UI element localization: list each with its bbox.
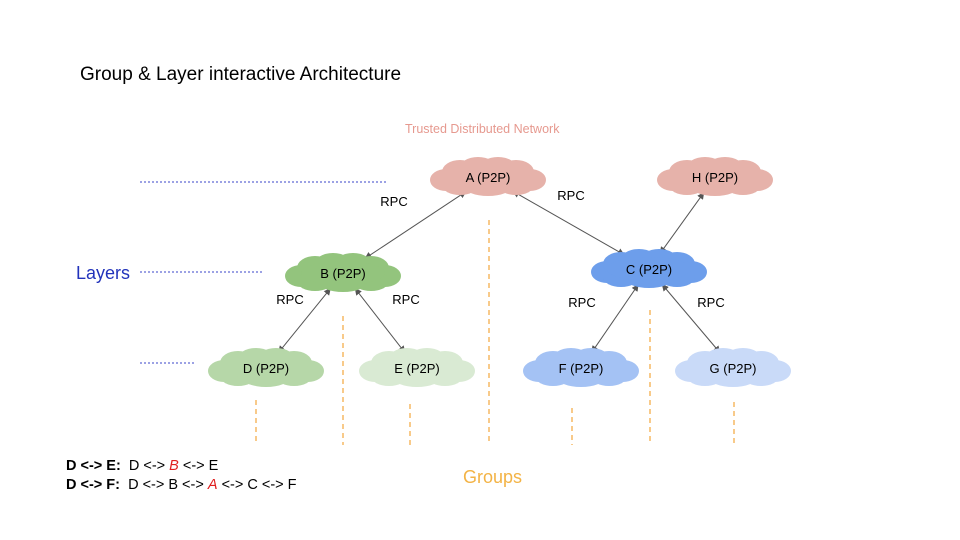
node-label: B (P2P) [320,266,366,281]
node-f: F (P2P) [523,348,639,387]
edge-a-b [364,191,467,259]
edge-c-f [591,284,639,353]
route-highlight-node: A [207,477,218,493]
edge-c-h [659,192,705,254]
layers-label: Layers [76,263,131,283]
edge-c-g [661,283,721,354]
trusted-network-label: Trusted Distributed Network [405,122,560,136]
rpc-label: RPC [392,292,419,307]
node-label: H (P2P) [692,170,738,185]
node-label: C (P2P) [626,262,672,277]
groups-label: Groups [463,467,523,487]
route-separator: : [115,458,121,474]
route-separator: : [115,477,120,493]
edge-b-e [354,288,406,353]
route-d-f: D <-> F: D <-> B <-> A <-> C <-> F [66,477,297,493]
node-h: H (P2P) [657,157,773,196]
rpc-label: RPC [568,295,595,310]
rpc-label: RPC [697,295,724,310]
rpc-label: RPC [276,292,303,307]
route-key: D <-> E [66,458,116,474]
route-path-start: D <-> B <-> [128,477,204,493]
route-path-end: <-> E [182,458,219,474]
node-g: G (P2P) [675,348,791,387]
p2p-nodes: A (P2P) H (P2P) B (P2P) C (P2P) D (P2P) E (P2… [208,157,791,387]
node-e: E (P2P) [359,348,475,387]
node-c: C (P2P) [591,249,707,288]
rpc-label: RPC [557,188,584,203]
edge-a-c [512,190,625,256]
rpc-edges: RPC RPC RPC RPC RPC RPC [276,188,725,354]
node-label: A (P2P) [466,170,511,185]
rpc-label: RPC [380,194,407,209]
route-path-start: D <-> [128,458,166,474]
node-label: E (P2P) [394,361,440,376]
node-label: D (P2P) [243,361,289,376]
route-path-end: <-> C <-> F [221,477,297,493]
layer-dotted-lines [140,181,388,364]
diagram-title: Group & Layer interactive Architecture [80,64,402,85]
route-key: D <-> F [66,477,116,493]
node-label: G (P2P) [710,361,757,376]
node-a: A (P2P) [430,157,546,196]
node-b: B (P2P) [285,253,401,292]
group-dashed-lines [255,220,735,445]
edge-b-d [278,288,331,353]
route-highlight-node: B [169,458,179,474]
node-d: D (P2P) [208,348,324,387]
node-label: F (P2P) [559,361,604,376]
route-d-e: D <-> E: D <-> B <-> E [66,458,218,474]
